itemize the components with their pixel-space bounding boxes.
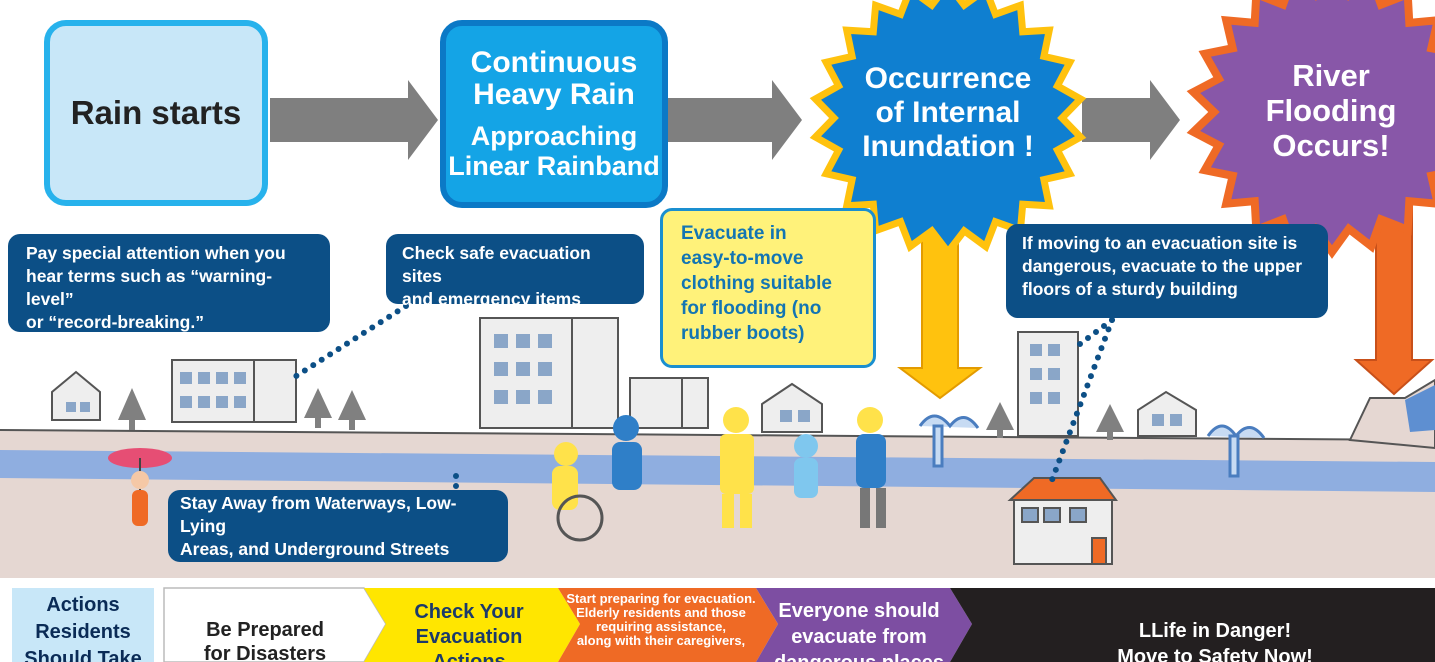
windows bbox=[66, 334, 1182, 426]
level-label-check: Check Your Evacuation Actions bbox=[414, 601, 524, 662]
callout-attention: Pay special attention when you hear term… bbox=[8, 234, 330, 332]
sturdy-house bbox=[1007, 477, 1118, 565]
level-label-prepared: Be Prepared for Disasters bbox=[203, 619, 327, 662]
arrow-3 bbox=[1082, 80, 1180, 160]
stage-river-flooding-title: River Flooding Occurs! bbox=[1265, 58, 1397, 163]
arrow-1 bbox=[270, 80, 438, 160]
level-band-danger bbox=[950, 588, 1435, 662]
callout-clothing: Evacuate in easy-to-move clothing suitab… bbox=[660, 208, 876, 368]
trees bbox=[118, 388, 1124, 440]
starburst-river-flooding bbox=[1186, 0, 1435, 259]
level-band-prepare-evacuate bbox=[558, 588, 778, 662]
actions-header: Actions Residents Should Take bbox=[12, 588, 154, 662]
callout-upper-floors: If moving to an evacuation site is dange… bbox=[1006, 224, 1328, 318]
stage-rain-starts: Rain starts bbox=[44, 20, 268, 206]
stage-internal-inundation-title: Occurrence of Internal Inundation ! bbox=[862, 62, 1034, 163]
dotted-leaders bbox=[287, 303, 1115, 491]
resident-actions-bar: Actions Residents Should Take Be Prepare… bbox=[0, 578, 1435, 662]
stage-heavy-rain-title: Continuous Heavy Rain bbox=[470, 46, 638, 111]
level-band-check bbox=[364, 588, 580, 662]
stage-continuous-heavy-rain: Continuous Heavy Rain Approaching Linear… bbox=[440, 20, 668, 208]
stage-rain-starts-title: Rain starts bbox=[70, 94, 242, 131]
level-label-prepare-evacuate: Start preparing for evacuation. Elderly … bbox=[566, 591, 756, 648]
action-level-band bbox=[163, 587, 1435, 662]
callout-check-sites: Check safe evacuation sites and emergenc… bbox=[386, 234, 644, 309]
arrow-2 bbox=[668, 80, 802, 160]
level-band-evacuate bbox=[756, 588, 972, 662]
evacuating-people bbox=[108, 407, 886, 542]
flow-arrows bbox=[270, 80, 1180, 160]
callout-stay-away: Stay Away from Waterways, Low-Lying Area… bbox=[168, 490, 508, 562]
level-label-danger: LLife in Danger! Move to Safety Now! bbox=[1117, 620, 1313, 662]
river-water bbox=[1405, 385, 1435, 432]
stage-heavy-rain-subtitle: Approaching Linear Rainband bbox=[448, 121, 660, 181]
starburst-internal-inundation bbox=[809, 0, 1087, 258]
palm-trees bbox=[918, 414, 1266, 478]
level-label-evacuate: Everyone should evacuate from dangerous … bbox=[774, 600, 944, 662]
